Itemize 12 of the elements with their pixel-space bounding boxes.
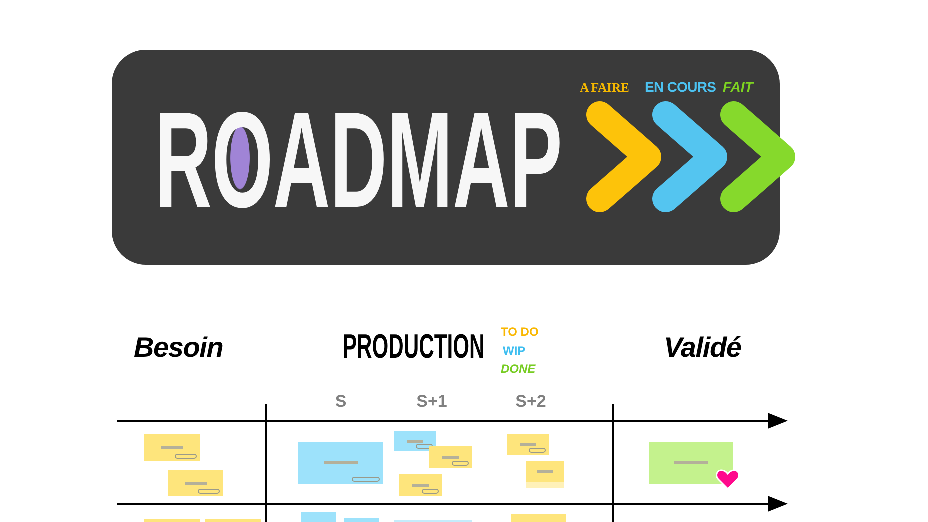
- week-label: S: [334, 393, 348, 410]
- legend-text: DONE: [501, 363, 536, 375]
- status-label: FAIT: [723, 80, 754, 94]
- week-label: S+2: [514, 393, 548, 410]
- legend-text: TO DO: [501, 326, 539, 338]
- status-label: EN COURS: [645, 80, 716, 94]
- column-heading: Besoin: [134, 334, 224, 362]
- column-heading: PRODUCTION: [343, 330, 485, 364]
- column-heading: Validé: [664, 334, 742, 362]
- week-label: S+1: [416, 393, 448, 410]
- legend-text: WIP: [503, 345, 526, 357]
- status-label: A FAIRE: [580, 81, 630, 94]
